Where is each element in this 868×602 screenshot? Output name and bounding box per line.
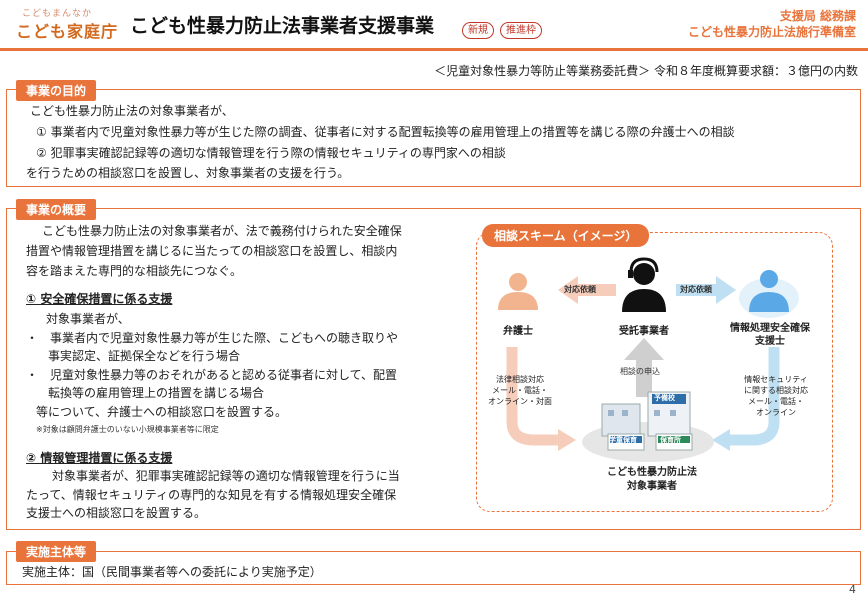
- security-person-icon: [739, 270, 799, 318]
- overview-intro-2: 措置や情報管理措置を講じるに当たっての相談窓口を設置し、相談内: [26, 244, 398, 258]
- overview-intro-3: 容を踏まえた専門的な相談先につなぐ。: [26, 264, 243, 278]
- legal-route-text: 法律相談対応 メール・電話・ オンライン・対面: [478, 374, 562, 407]
- contractor-label: 受託事業者: [619, 326, 669, 337]
- legal-route-3: オンライン・対面: [488, 397, 552, 406]
- sec1-note: ※対象は顧問弁護士のいない小規模事業者等に限定: [36, 425, 219, 434]
- sec1-line-3: 事実認定、証拠保全などを行う場合: [48, 349, 241, 363]
- security-route-arrow: [730, 347, 780, 446]
- lawyer-person-icon: [498, 273, 538, 310]
- implementer-box: [6, 551, 861, 585]
- security-route-1: 情報セキュリティ: [744, 375, 808, 384]
- apply-up-arrow: [624, 338, 664, 397]
- title-rule: [0, 48, 868, 51]
- target-buildings-icon: [582, 391, 714, 462]
- sec2-line-2: たって、情報セキュリティの専門的な知見を有する情報処理安全確保: [26, 488, 397, 502]
- implementer-heading: 実施主体等: [16, 541, 97, 562]
- purpose-line-3: ② 犯罪事実確認記録等の適切な情報管理を行う際の情報セキュリティの専門家への相談: [36, 146, 506, 160]
- sec1-line-5: 転換等の雇用管理上の措置を講じる場合: [48, 386, 265, 400]
- purpose-line-4: を行うための相談窓口を設置し、対象事業者の支援を行う。: [26, 166, 350, 180]
- security-label-2: 支援士: [755, 336, 785, 347]
- logo-text: こども家庭庁: [16, 22, 119, 41]
- purpose-line-2: ① 事業者内で児童対象性暴力等が生じた際の調査、従事者に対する配置転換等の雇用管…: [36, 125, 735, 139]
- scheme-frame: [476, 232, 833, 512]
- logo-tagline: こどもまんなか: [22, 9, 93, 19]
- purpose-line-1: こども性暴力防止法の対象事業者が、: [30, 104, 234, 118]
- sign-prep-school: 予備校: [654, 394, 675, 402]
- request-right-arrow: [676, 276, 736, 304]
- badge-new: 新規: [462, 22, 494, 39]
- dept-line-2: こども性暴力防止法施行準備室: [687, 25, 856, 39]
- badge-promo: 推進枠: [500, 22, 542, 39]
- legal-route-1: 法律相談対応: [496, 375, 544, 384]
- implementer-text: 実施主体：国（民間事業者等への委託により実施予定）: [22, 565, 322, 579]
- sec2-title: ② 情報管理措置に係る支援: [26, 451, 173, 465]
- sec2-line-1: 対象事業者が、犯罪事実確認記録等の適切な情報管理を行うに当: [52, 469, 400, 483]
- sec1-line-4: ・ 児童対象性暴力等のおそれがあると認める従事者に対して、配置: [26, 368, 398, 382]
- arrow-left-label: 対応依頼: [564, 285, 596, 294]
- legal-route-2: メール・電話・: [492, 386, 548, 395]
- scheme-graphics: [498, 257, 799, 462]
- dept-line-1: 支援局 総務課: [779, 9, 856, 23]
- scheme-heading: 相談スキーム（イメージ）: [482, 224, 650, 247]
- sec1-title: ① 安全確保措置に係る支援: [26, 292, 173, 306]
- security-route-4: オンライン: [756, 408, 796, 417]
- purpose-heading: 事業の目的: [16, 80, 97, 101]
- sec1-line-1: 対象事業者が、: [46, 312, 130, 326]
- operator-headset-icon: [622, 257, 666, 312]
- request-left-arrow: [558, 276, 616, 304]
- overview-intro-1: こども性暴力防止法の対象事業者が、法で義務付けられた安全確保: [42, 224, 402, 238]
- target-label-1: こども性暴力防止法: [607, 467, 697, 478]
- security-route-2: に関する相談対応: [744, 386, 808, 395]
- overview-box: [6, 208, 861, 530]
- overview-heading: 事業の概要: [16, 199, 97, 220]
- sign-afterschool: 学童保育: [609, 436, 637, 444]
- department: 支援局 総務課 こども性暴力防止法施行準備室: [688, 8, 856, 40]
- page-title: こども性暴力防止法事業者支援事業: [130, 15, 435, 37]
- lawyer-label: 弁護士: [503, 326, 533, 337]
- sec2-line-3: 支援士への相談窓口を設置する。: [26, 506, 207, 520]
- apply-label: 相談の申込: [620, 367, 660, 376]
- legal-route-arrow: [506, 347, 558, 446]
- sec1-line-6: 等について、弁護士への相談窓口を設置する。: [36, 405, 288, 419]
- security-label-1: 情報処理安全確保: [730, 323, 810, 334]
- page-number: 4: [849, 583, 856, 596]
- security-route-3: メール・電話・: [748, 397, 804, 406]
- sign-nursery: 保育所: [660, 436, 681, 444]
- sec1-line-2: ・ 事業者内で児童対象性暴力等が生じた際、こどもへの聴き取りや: [26, 331, 399, 345]
- budget-line: ＜児童対象性暴力等防止等業務委託費＞ 令和８年度概算要求額：３億円の内数: [434, 64, 858, 78]
- security-route-text: 情報セキュリティ に関する相談対応 メール・電話・ オンライン: [730, 374, 822, 418]
- purpose-box: [6, 89, 861, 187]
- target-label-2: 対象事業者: [627, 481, 677, 492]
- security-label: 情報処理安全確保 支援士: [714, 322, 826, 348]
- arrow-right-label: 対応依頼: [680, 285, 712, 294]
- target-label: こども性暴力防止法 対象事業者: [586, 466, 718, 494]
